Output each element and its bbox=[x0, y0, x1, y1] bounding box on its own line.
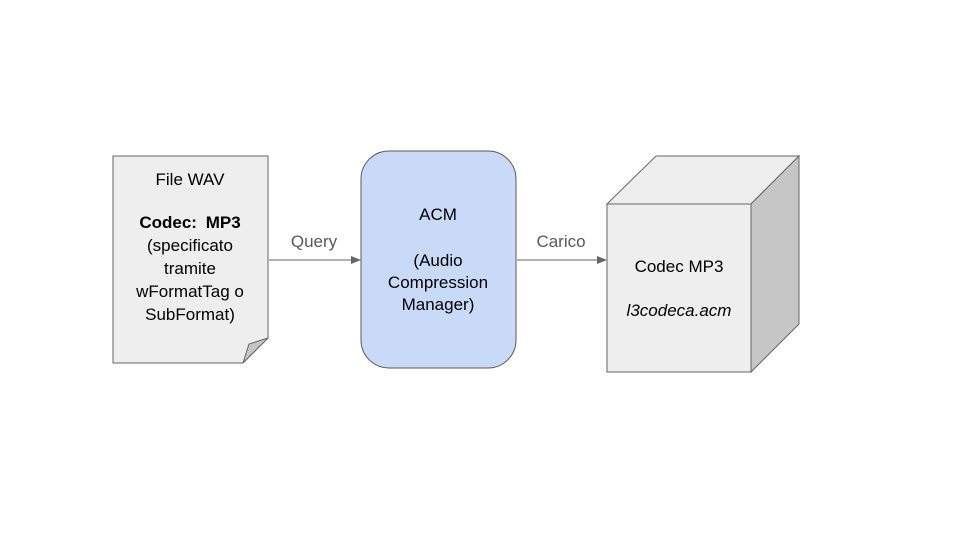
acm-node: ACM (Audio Compression Manager) bbox=[360, 150, 517, 369]
load-label: Carico bbox=[536, 232, 585, 251]
file-codec-label: Codec: bbox=[139, 213, 197, 232]
file-desc-line-2: tramite bbox=[164, 259, 216, 278]
acm-line-3: Manager) bbox=[402, 295, 475, 314]
codec-mp3-node: Codec MP3 l3codeca.acm bbox=[605, 154, 801, 374]
file-wav-title: File WAV bbox=[156, 170, 226, 189]
file-desc-line-3: wFormatTag o bbox=[135, 282, 244, 301]
query-edge: Query bbox=[269, 232, 361, 264]
codec-filename: l3codeca.acm bbox=[627, 301, 732, 320]
acm-line-1: (Audio bbox=[413, 251, 462, 270]
acm-title: ACM bbox=[419, 205, 457, 224]
query-label: Query bbox=[291, 232, 338, 251]
file-codec-line: Codec: MP3 bbox=[139, 213, 240, 232]
load-edge: Carico bbox=[517, 232, 607, 264]
cube-front-face bbox=[606, 203, 752, 373]
file-codec-value: MP3 bbox=[206, 213, 241, 232]
acm-line-2: Compression bbox=[388, 273, 488, 292]
acm-box bbox=[360, 150, 517, 369]
document-fold bbox=[242, 337, 269, 364]
file-desc-line-1: (specificato bbox=[147, 236, 233, 255]
file-wav-node: File WAV Codec: MP3 (specificato tramite… bbox=[112, 155, 269, 364]
file-desc-line-4: SubFormat) bbox=[145, 305, 235, 324]
codec-title: Codec MP3 bbox=[635, 257, 724, 276]
